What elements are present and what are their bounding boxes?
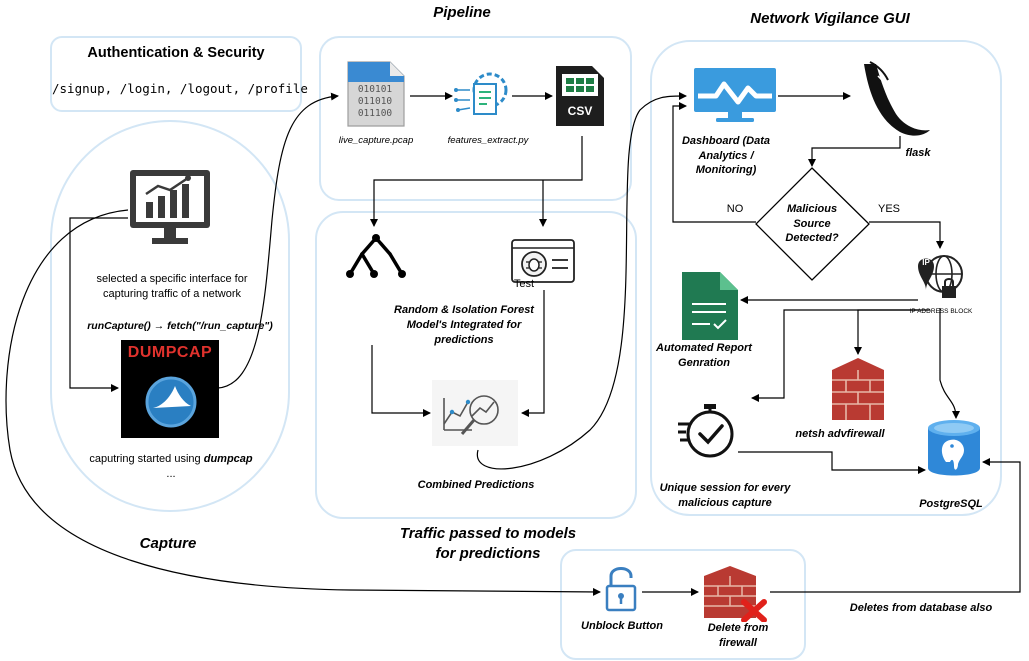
binary-file-icon: 010101 011010 011100	[346, 60, 406, 133]
traffic-title: Traffic passed to models for predictions	[399, 525, 577, 562]
capture-started-text: caputring started using dumpcap ...	[84, 452, 258, 482]
bug-test-icon	[510, 238, 576, 289]
analytics-monitor-icon	[128, 168, 212, 253]
run-capture-call: runCapture() → fetch("/run_capture")	[87, 320, 273, 332]
report-label: Automated Report Genration	[656, 342, 752, 369]
capture-started-prefix: caputring started using	[89, 453, 204, 465]
csv-label: CSV	[567, 104, 593, 118]
postgres-label: PostgreSQL	[919, 498, 983, 510]
binary-glyph: 010101 011010 011100	[357, 84, 393, 119]
dumpcap-logo-text: DUMPCAP	[127, 344, 213, 361]
delete-firewall-label: Delete from firewall	[707, 622, 769, 649]
gui-panel	[650, 40, 1002, 516]
auth-routes: /signup, /login, /logout, /profile	[52, 81, 308, 96]
capture-title: Capture	[139, 535, 197, 552]
test-label: Test	[513, 278, 535, 290]
ip-badge: IP	[922, 258, 930, 267]
ip-block-icon: IP	[914, 250, 966, 304]
features-script-label: features_extract.py	[447, 135, 529, 146]
flask-label: flask	[905, 147, 931, 159]
postgresql-icon	[924, 418, 984, 485]
yes-label: YES	[877, 203, 900, 215]
dumpcap-logo: DUMPCAP	[121, 340, 219, 438]
csv-file-icon: CSV	[554, 64, 606, 128]
capture-started-suffix: ...	[166, 468, 176, 480]
shark-fin-icon	[145, 376, 197, 428]
capture-started-tool: dumpcap	[203, 453, 253, 465]
decision-text: Malicious Source Detected?	[785, 203, 839, 244]
pcap-file-label: live_capture.pcap	[338, 135, 414, 146]
dashboard-label: Dashboard (Data Analytics / Monitoring)	[681, 135, 771, 176]
pipeline-panel	[319, 36, 632, 201]
combined-predictions-label: Combined Predictions	[417, 479, 535, 491]
integrated-models-text: Random & Isolation Forest Model's Integr…	[394, 304, 534, 346]
stopwatch-check-icon	[676, 400, 738, 467]
capture-panel	[50, 120, 290, 512]
firewall-label: netsh advfirewall	[795, 428, 885, 440]
combined-analytics-icon	[432, 380, 518, 446]
auth-title: Authentication & Security	[87, 45, 265, 61]
dashboard-monitor-icon	[692, 66, 778, 129]
session-label: Unique session for every malicious captu…	[659, 482, 791, 509]
ip-block-label: IP ADDRESS BLOCK	[909, 308, 973, 315]
flask-logo-icon	[854, 58, 934, 147]
delete-database-label: Deletes from database also	[849, 602, 993, 614]
feature-extraction-icon	[454, 68, 514, 129]
gui-title: Network Vigilance GUI	[750, 10, 910, 27]
pipeline-title: Pipeline	[433, 4, 491, 21]
auth-panel	[50, 36, 302, 112]
report-document-icon	[680, 270, 740, 347]
models-panel	[315, 211, 637, 519]
unlock-icon[interactable]	[604, 564, 638, 619]
decision-tree-icon	[346, 232, 406, 287]
firewall-brick-icon	[830, 356, 886, 427]
unblock-panel	[560, 549, 806, 660]
firewall-delete-icon[interactable]	[700, 564, 768, 627]
interface-text: selected a specific interface for captur…	[96, 273, 248, 300]
no-label: NO	[726, 203, 744, 215]
unblock-button-label[interactable]: Unblock Button	[581, 620, 663, 632]
